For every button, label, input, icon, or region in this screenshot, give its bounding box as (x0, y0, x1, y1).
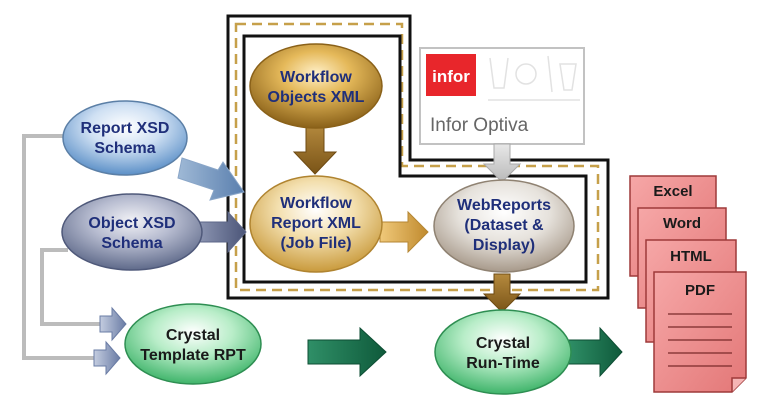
arrow-runtime-to-documents (567, 326, 623, 378)
node-label: Schema (101, 235, 162, 252)
arrow-infor-to-webreports (482, 143, 522, 183)
node-label: Display) (473, 237, 535, 254)
infor-logo-text: infor (432, 67, 470, 86)
arrow-small-lower (93, 340, 121, 376)
document-label: PDF (685, 282, 715, 299)
arrow-template-to-runtime (307, 326, 387, 378)
document-label: HTML (670, 248, 712, 265)
node-label: Template RPT (140, 347, 246, 364)
infor-logo (426, 54, 476, 96)
node-webreports: WebReports (Dataset & Display) (433, 179, 575, 273)
node-label: Report XML (271, 215, 361, 232)
arrow-small-upper (99, 306, 127, 342)
node-label: Crystal (476, 335, 530, 352)
infor-product-name: Infor Optiva (430, 115, 529, 136)
arrow-report-xsd-to-workflow-report (177, 157, 245, 201)
document-label: Excel (653, 183, 692, 200)
node-label: Objects XML (268, 89, 365, 106)
schema-connector-lines (22, 134, 104, 360)
node-object-xsd-schema: Object XSD Schema (61, 193, 203, 271)
node-label: (Job File) (280, 235, 351, 252)
node-workflow-report-xml: Workflow Report XML (Job File) (249, 175, 383, 273)
inner-boundary (242, 34, 588, 284)
node-label: Run-Time (466, 355, 540, 372)
node-workflow-objects-xml: Workflow Objects XML (249, 43, 383, 129)
arrow-report-to-webreports (379, 210, 429, 254)
document-pdf: PDF (653, 271, 747, 393)
decorative-lab-icons (488, 55, 580, 101)
node-label: Report XSD (81, 120, 170, 137)
document-stack: Excel Word HTML PDF (629, 175, 747, 393)
node-label: Workflow (280, 195, 352, 212)
infor-optiva-panel: infor Infor Optiva (419, 47, 585, 145)
document-label: Word (663, 215, 701, 232)
node-label: Schema (94, 140, 155, 157)
arrow-objects-to-report (292, 123, 338, 175)
node-label: (Dataset & (464, 217, 544, 234)
node-crystal-template-rpt: Crystal Template RPT (124, 303, 262, 385)
node-label: Crystal (166, 327, 220, 344)
arrow-object-xsd-to-workflow-report (199, 210, 247, 254)
arrows (93, 123, 623, 378)
outer-boundary (226, 14, 610, 300)
node-label: Workflow (280, 69, 352, 86)
dashed-boundary (234, 22, 600, 292)
node-label: WebReports (457, 197, 551, 214)
node-crystal-run-time: Crystal Run-Time (434, 309, 572, 395)
pdf-text-lines (668, 313, 732, 367)
node-report-xsd-schema: Report XSD Schema (62, 100, 188, 176)
arrow-webreports-to-runtime (482, 273, 522, 313)
node-label: Object XSD (88, 215, 175, 232)
